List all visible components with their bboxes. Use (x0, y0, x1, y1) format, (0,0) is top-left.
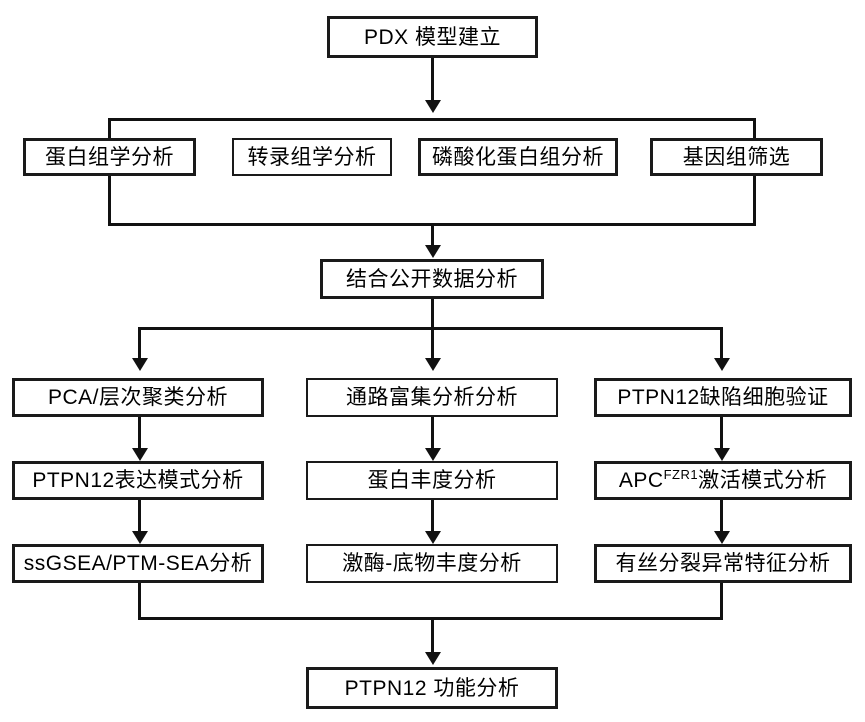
node-apc-fzr1-label: APCFZR1激活模式分析 (615, 467, 831, 492)
node-kinase-substrate[interactable]: 激酶-底物丰度分析 (306, 544, 558, 583)
edge-tier2-bus (108, 118, 756, 121)
arrowhead-col-mid (425, 358, 441, 371)
arrowhead-final (425, 652, 441, 665)
node-proteomics[interactable]: 蛋白组学分析 (23, 138, 196, 176)
edge-column-drop-left (138, 327, 141, 363)
edge-column-drop-right (720, 327, 723, 363)
edge-columns-bus (138, 327, 723, 330)
node-ptpn12-deficient-cells-label: PTPN12缺陷细胞验证 (617, 386, 829, 409)
edge-tier2-drop-right (753, 118, 756, 140)
edge-final-riser-left (138, 583, 141, 620)
arrowhead-left-2-3 (132, 531, 148, 544)
node-public-data-analysis-label: 结合公开数据分析 (346, 267, 518, 291)
node-kinase-substrate-label: 激酶-底物丰度分析 (342, 552, 522, 575)
node-proteomics-label: 蛋白组学分析 (45, 145, 174, 169)
arrowhead-to-public-data (425, 245, 441, 258)
node-apc-fzr1-tail: 激活模式分析 (698, 469, 828, 492)
arrowhead-mid-2-3 (425, 531, 441, 544)
node-protein-abundance[interactable]: 蛋白丰度分析 (306, 461, 558, 500)
edge-merge-to-public-data (431, 223, 434, 251)
node-ptpn12-deficient-cells[interactable]: PTPN12缺陷细胞验证 (594, 378, 852, 417)
edge-right-2-3 (720, 500, 723, 536)
edge-final-riser-right (720, 583, 723, 620)
arrowhead-left-1-2 (132, 448, 148, 461)
node-pathway-enrichment[interactable]: 通路富集分析分析 (306, 378, 558, 417)
edge-left-1-2 (138, 417, 141, 453)
node-ptpn12-expression[interactable]: PTPN12表达模式分析 (12, 461, 264, 500)
node-apc-fzr1-superscript: FZR1 (663, 467, 699, 482)
node-ssgsea-ptmsea[interactable]: ssGSEA/PTM-SEA分析 (12, 544, 264, 583)
node-mitotic-abnormality[interactable]: 有丝分裂异常特征分析 (594, 544, 852, 583)
node-ptpn12-function[interactable]: PTPN12 功能分析 (306, 667, 558, 709)
edge-left-2-3 (138, 500, 141, 536)
edge-final-merge-bus (138, 617, 723, 620)
node-genomics-screen[interactable]: 基因组筛选 (650, 138, 823, 176)
node-transcriptomics-label: 转录组学分析 (247, 145, 377, 169)
node-pathway-enrichment-label: 通路富集分析分析 (346, 386, 518, 409)
edge-tier2-drop-left (108, 118, 111, 140)
node-ptpn12-function-label: PTPN12 功能分析 (344, 676, 520, 700)
node-genomics-screen-label: 基因组筛选 (682, 145, 791, 169)
node-mitotic-abnormality-label: 有丝分裂异常特征分析 (615, 552, 831, 575)
arrowhead-col-left (132, 358, 148, 371)
node-ptpn12-expression-label: PTPN12表达模式分析 (32, 469, 244, 492)
edge-mid-2-3 (431, 500, 434, 536)
node-pdx-model[interactable]: PDX 模型建立 (327, 16, 538, 58)
arrowhead-right-2-3 (714, 531, 730, 544)
node-apc-fzr1[interactable]: APCFZR1激活模式分析 (594, 461, 852, 500)
node-pca-cluster[interactable]: PCA/层次聚类分析 (12, 378, 264, 417)
node-pdx-model-label: PDX 模型建立 (363, 25, 501, 49)
edge-column-drop-mid (431, 327, 434, 363)
arrowhead-right-1-2 (714, 448, 730, 461)
arrowhead-pdx-to-bus (425, 100, 441, 113)
arrowhead-mid-1-2 (425, 448, 441, 461)
edge-mid-1-2 (431, 417, 434, 453)
node-protein-abundance-label: 蛋白丰度分析 (367, 469, 497, 492)
node-transcriptomics[interactable]: 转录组学分析 (232, 138, 392, 176)
node-pca-cluster-label: PCA/层次聚类分析 (47, 386, 228, 409)
edge-tier2-riser-left (108, 176, 111, 226)
edge-tier2-riser-right (753, 176, 756, 226)
node-ssgsea-ptmsea-label: ssGSEA/PTM-SEA分析 (23, 552, 253, 575)
edge-public-data-stem (431, 299, 434, 340)
node-phosphoproteomics-label: 磷酸化蛋白组分析 (432, 145, 604, 169)
node-phosphoproteomics[interactable]: 磷酸化蛋白组分析 (418, 138, 618, 176)
edge-final-stem (431, 617, 434, 658)
edge-pdx-stem (431, 58, 434, 105)
node-public-data-analysis[interactable]: 结合公开数据分析 (320, 259, 544, 299)
arrowhead-col-right (714, 358, 730, 371)
edge-right-1-2 (720, 417, 723, 453)
node-apc-fzr1-main: APC (618, 469, 664, 492)
